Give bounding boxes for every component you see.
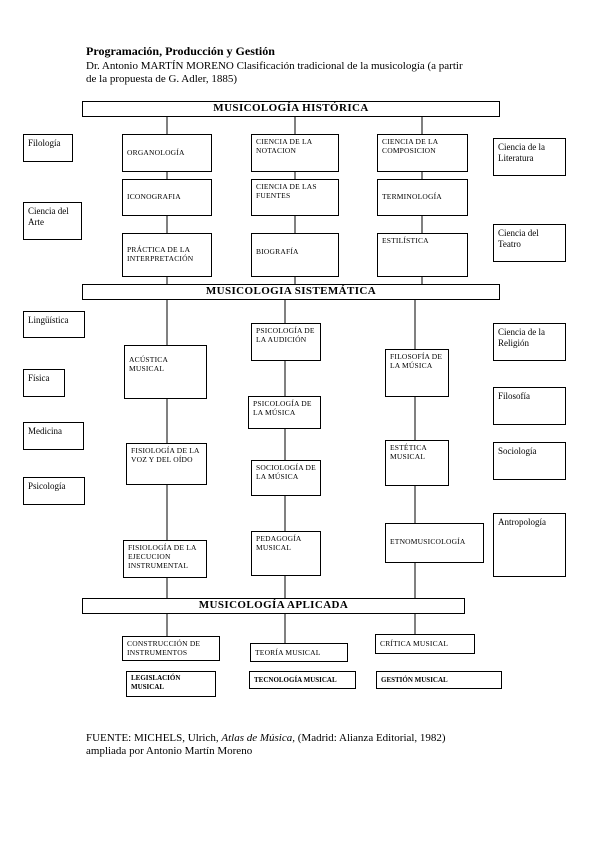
left-discipline-medicina: Medicina (23, 422, 84, 450)
node-gestion-musical: GESTIÓN MUSICAL (376, 671, 502, 689)
right-discipline-antropologia: Antropología (493, 513, 566, 577)
source-line2: ampliada por Antonio Martín Moreno (86, 745, 253, 757)
right-discipline-sociologia: Sociología (493, 442, 566, 480)
node-ciencia-fuentes: CIENCIA DE LAS FUENTES (251, 179, 339, 216)
document-subtitle-line1: Dr. Antonio MARTÍN MORENO Clasificación … (86, 60, 463, 72)
node-filosofia-musica: FILOSOFÍA DE LA MÚSICA (385, 349, 449, 397)
node-ciencia-composicion: CIENCIA DE LA COMPOSICION (377, 134, 468, 172)
left-discipline-linguistica: Lingüística (23, 311, 85, 338)
node-tecnologia-musical: TECNOLOGÍA MUSICAL (249, 671, 356, 689)
document-title: Programación, Producción y Gestión (86, 44, 275, 58)
node-practica-interpretacion: PRÁCTICA DE LA INTERPRETACIÓN (122, 233, 212, 277)
band-sistematica: MUSICOLOGIA SISTEMÁTICA (82, 284, 500, 300)
node-psicologia-musica: PSICOLOGÍA DE LA MÚSICA (248, 396, 321, 429)
node-sociologia-musica: SOCIOLOGÍA DE LA MÚSICA (251, 460, 321, 496)
source-suffix: (Madrid: Alianza Editorial, 1982) (295, 732, 446, 744)
node-ciencia-notacion: CIENCIA DE LA NOTACION (251, 134, 339, 172)
node-estilistica: ESTILÍSTICA (377, 233, 468, 277)
source-citation: FUENTE: MICHELS, Ulrich, Atlas de Música… (86, 732, 446, 745)
left-discipline-psicologia: Psicología (23, 477, 85, 505)
right-discipline-ciencia-teatro: Ciencia del Teatro (493, 224, 566, 262)
node-organologia: ORGANOLOGÍA (122, 134, 212, 172)
node-terminologia: TERMINOLOGÍA (377, 179, 468, 216)
node-construccion-instrumentos: CONSTRUCCIÓN DE INSTRUMENTOS (122, 636, 220, 661)
node-acustica-musical: ACÚSTICA MUSICAL (124, 345, 207, 399)
left-discipline-ciencia-arte: Ciencia del Arte (23, 202, 82, 240)
node-etnomusicologia: ETNOMUSICOLOGÍA (385, 523, 484, 563)
right-discipline-ciencia-literatura: Ciencia de la Literatura (493, 138, 566, 176)
node-iconografia: ICONOGRAFIA (122, 179, 212, 216)
node-fisiologia-ejecucion: FISIOLOGÍA DE LA EJECUCION INSTRUMENTAL (123, 540, 207, 578)
node-psicologia-audicion: PSICOLOGÍA DE LA AUDICIÓN (251, 323, 321, 361)
node-legislacion-musical: LEGISLACIÓN MUSICAL (126, 671, 216, 697)
node-pedagogia-musical: PEDAGOGÍA MUSICAL (251, 531, 321, 576)
document-subtitle-line2: de la propuesta de G. Adler, 1885) (86, 73, 238, 85)
band-historica: MUSICOLOGÍA HISTÓRICA (82, 101, 500, 117)
right-discipline-filosofia: Filosofía (493, 387, 566, 425)
node-teoria-musical: TEORÍA MUSICAL (250, 643, 348, 662)
source-book-title: Atlas de Música, (221, 732, 295, 744)
node-biografia: BIOGRAFÍA (251, 233, 339, 277)
source-prefix: FUENTE: MICHELS, Ulrich, (86, 732, 219, 744)
node-critica-musical: CRÍTICA MUSICAL (375, 634, 475, 654)
left-discipline-fisica: Física (23, 369, 65, 397)
node-fisiologia-voz-oido: FISIOLOGÍA DE LA VOZ Y DEL OÍDO (126, 443, 207, 485)
right-discipline-ciencia-religion: Ciencia de la Religión (493, 323, 566, 361)
band-aplicada: MUSICOLOGÍA APLICADA (82, 598, 465, 614)
left-discipline-filologia: Filología (23, 134, 73, 162)
node-estetica-musical: ESTÉTICA MUSICAL (385, 440, 449, 486)
